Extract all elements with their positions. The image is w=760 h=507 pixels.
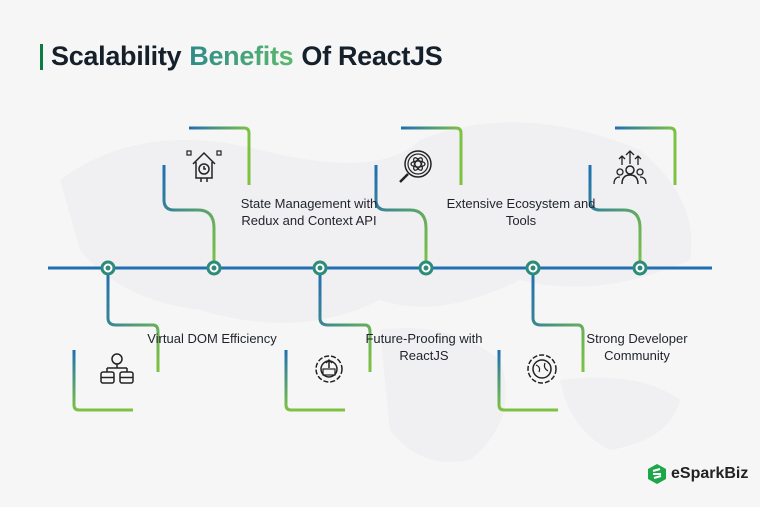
logo-text: eSparkBiz xyxy=(671,465,749,482)
page-title: Scalability Benefits Of ReactJS xyxy=(40,41,443,72)
item-label: State Management with Redux and Context … xyxy=(240,196,378,228)
timeline-node-dot xyxy=(317,265,323,271)
cuckoo-clock-icon xyxy=(185,148,223,186)
connector-line xyxy=(531,268,585,372)
title-accent: Benefits xyxy=(189,41,294,71)
timeline-node-dot xyxy=(637,265,643,271)
timeline-node-dot xyxy=(423,265,429,271)
react-magnifier-icon xyxy=(397,148,435,186)
connector-line xyxy=(106,268,160,372)
title-part1: Scalability xyxy=(51,41,182,71)
timeline-node-dot xyxy=(211,265,217,271)
item-label: Extensive Ecosystem and Tools xyxy=(446,196,596,228)
corner-bracket xyxy=(189,126,251,185)
server-gear-icon xyxy=(98,350,136,388)
corner-bracket xyxy=(284,350,345,412)
item-label: Future-Proofing with ReactJS xyxy=(365,331,483,363)
timeline-node-dot xyxy=(105,265,111,271)
item-label: Virtual DOM Efficiency xyxy=(147,331,277,346)
connector-line xyxy=(162,165,216,268)
title-accent-bar xyxy=(40,43,43,70)
esparkbiz-logo: eSparkBiz xyxy=(647,463,748,485)
item-label: Strong Developer Community xyxy=(586,331,688,363)
connector-line xyxy=(374,165,428,268)
esparkbiz-logo-icon xyxy=(648,464,666,484)
timeline-node-dot xyxy=(530,265,536,271)
connector-line xyxy=(588,165,642,268)
corner-bracket xyxy=(615,126,677,185)
connector-line xyxy=(318,268,372,372)
corner-bracket xyxy=(401,126,463,185)
community-growth-icon xyxy=(611,148,649,186)
gear-globe-icon xyxy=(523,350,561,388)
corner-bracket xyxy=(497,350,558,412)
gear-code-upgrade-icon xyxy=(310,350,348,388)
corner-bracket xyxy=(72,350,133,412)
title-part2: Of ReactJS xyxy=(301,41,443,71)
